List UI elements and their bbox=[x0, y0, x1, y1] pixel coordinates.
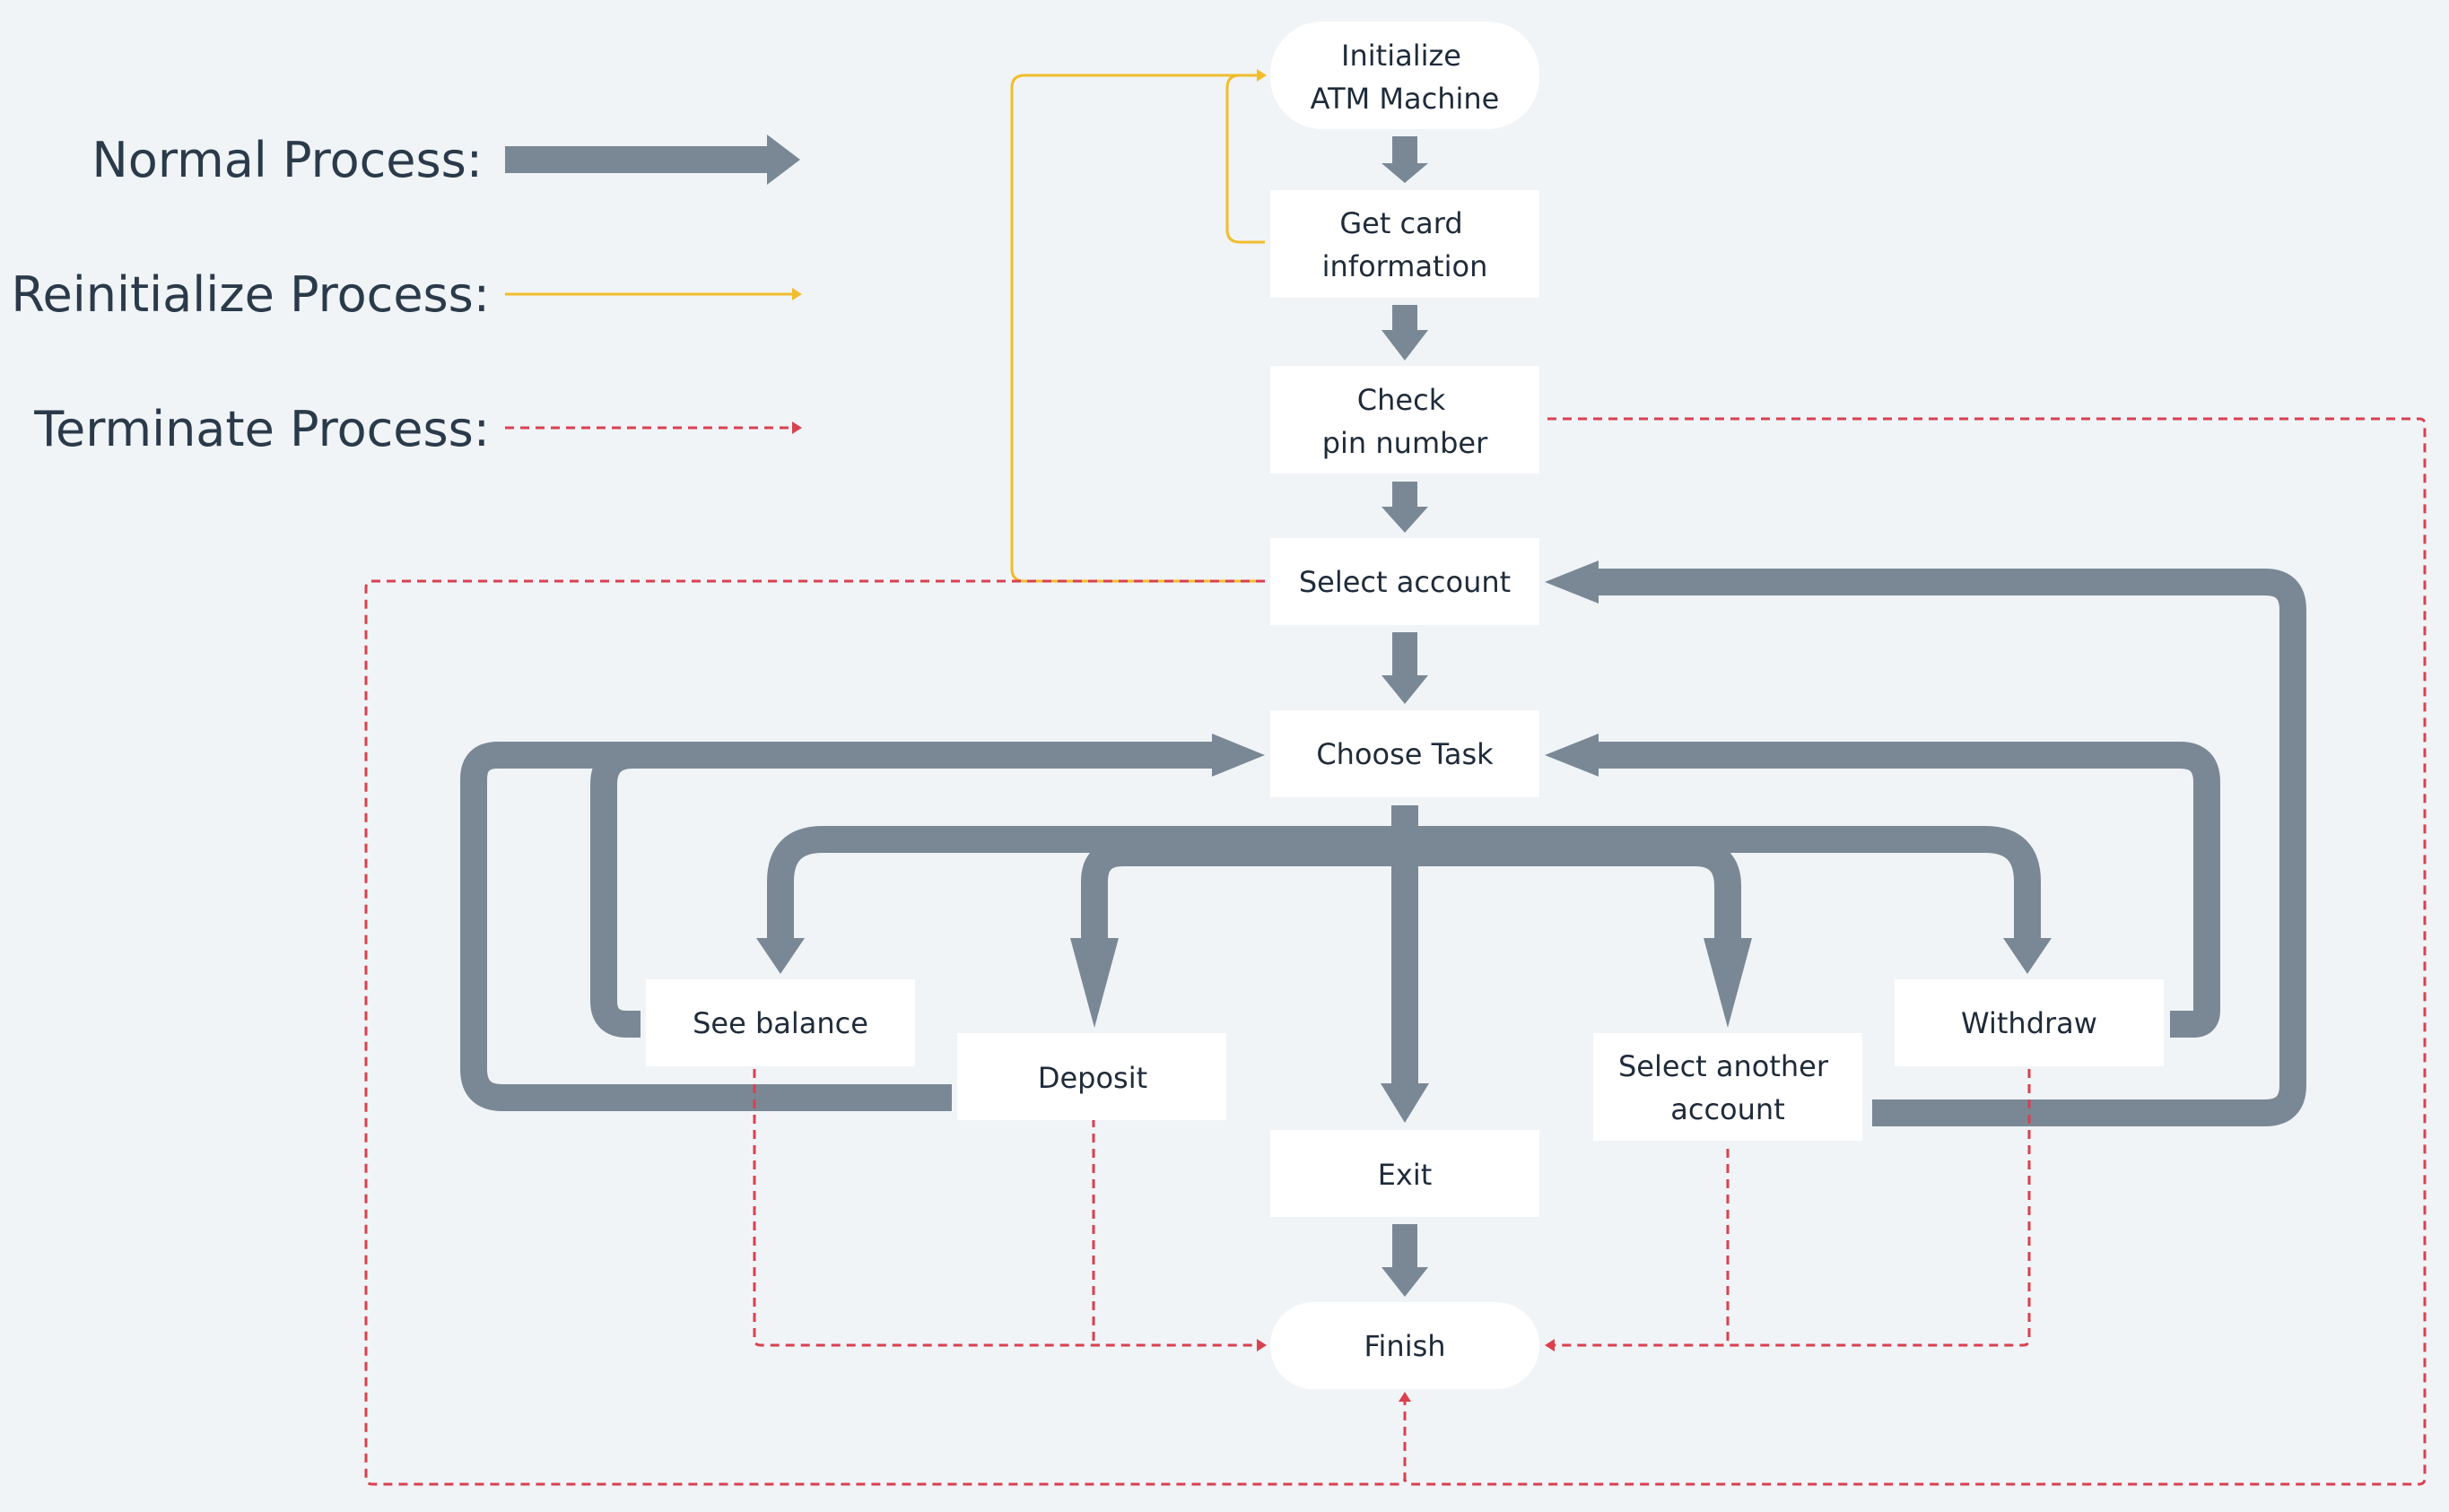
node-exit[interactable]: Exit bbox=[1270, 1130, 1539, 1217]
reinitialize-flow bbox=[1010, 74, 1265, 583]
node-select-account-label: Select account bbox=[1299, 565, 1511, 599]
legend-terminate-arrow bbox=[505, 421, 802, 434]
node-deposit-label: Deposit bbox=[1038, 1061, 1147, 1095]
node-withdraw-label: Withdraw bbox=[1961, 1006, 2097, 1040]
return-deposit bbox=[460, 742, 952, 1111]
nodes: Initialize ATM Machine Get card informat… bbox=[646, 22, 2164, 1389]
node-select-another-line-2: account bbox=[1670, 1092, 1784, 1126]
reinitialize-arrowhead bbox=[1257, 69, 1267, 82]
node-choose-task[interactable]: Choose Task bbox=[1270, 710, 1539, 797]
node-finish-label: Finish bbox=[1364, 1329, 1445, 1363]
node-initialize-line-2: ATM Machine bbox=[1311, 82, 1500, 116]
terminate-arrowheads bbox=[1257, 1339, 1555, 1402]
node-select-account[interactable]: Select account bbox=[1270, 538, 1539, 625]
node-get-card-line-2: information bbox=[1322, 249, 1488, 283]
node-check-pin-line-1: Check bbox=[1357, 383, 1446, 417]
branch-another bbox=[1407, 839, 1741, 938]
node-see-balance[interactable]: See balance bbox=[646, 979, 915, 1066]
legend-normal-label: Normal Process: bbox=[92, 132, 483, 188]
branch-deposit bbox=[1081, 839, 1407, 938]
node-check-pin[interactable]: Check pin number bbox=[1270, 366, 1539, 474]
node-check-pin-line-2: pin number bbox=[1322, 426, 1488, 460]
normal-arrowheads bbox=[756, 136, 2052, 1297]
legend: Normal Process: Reinitialize Process: Te… bbox=[11, 132, 802, 457]
node-get-card-line-1: Get card bbox=[1339, 206, 1462, 240]
return-withdraw bbox=[1595, 742, 2220, 1038]
normal-flow bbox=[460, 569, 2306, 1126]
node-withdraw[interactable]: Withdraw bbox=[1895, 979, 2164, 1066]
legend-reinitialize-label: Reinitialize Process: bbox=[11, 266, 490, 323]
node-deposit[interactable]: Deposit bbox=[957, 1033, 1226, 1120]
node-get-card[interactable]: Get card information bbox=[1270, 190, 1539, 298]
node-select-another-account[interactable]: Select another account bbox=[1593, 1033, 1862, 1141]
node-choose-task-label: Choose Task bbox=[1316, 737, 1494, 771]
terminate-flow bbox=[364, 417, 2427, 1486]
node-select-another-line-1: Select another bbox=[1618, 1049, 1829, 1083]
node-initialize-line-1: Initialize bbox=[1341, 39, 1461, 73]
legend-terminate-label: Terminate Process: bbox=[33, 401, 490, 457]
return-another bbox=[1595, 569, 2306, 1126]
node-finish[interactable]: Finish bbox=[1270, 1302, 1539, 1389]
node-initialize[interactable]: Initialize ATM Machine bbox=[1270, 22, 1539, 129]
legend-reinitialize-arrow bbox=[505, 288, 802, 300]
node-exit-label: Exit bbox=[1378, 1158, 1433, 1192]
node-see-balance-label: See balance bbox=[693, 1006, 868, 1040]
legend-normal-arrow bbox=[505, 135, 800, 185]
